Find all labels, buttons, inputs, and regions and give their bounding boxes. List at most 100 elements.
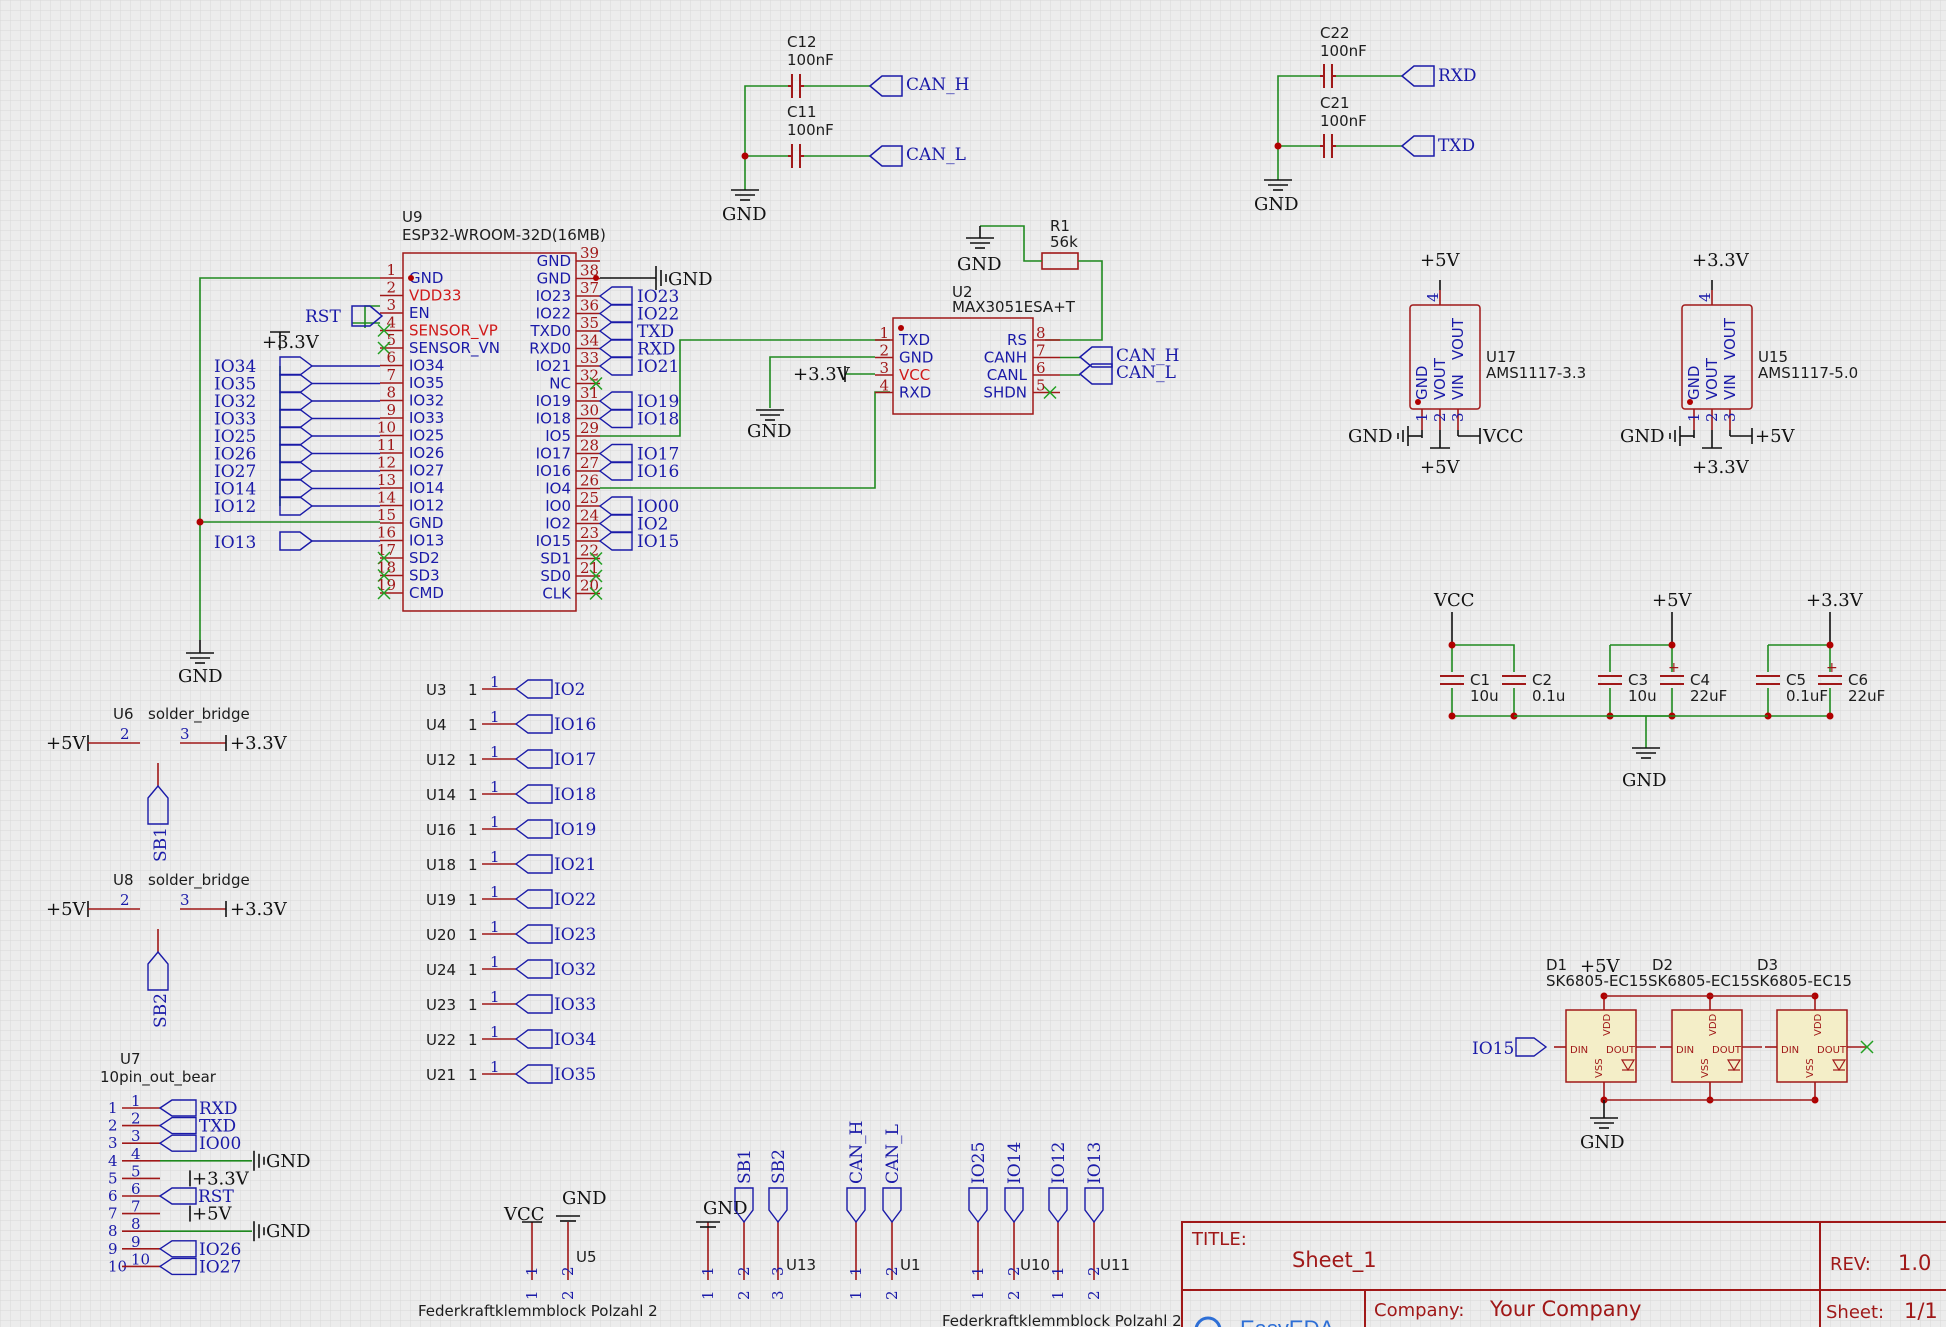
- net-flag-io17[interactable]: IO17: [598, 443, 679, 465]
- u2-body: [892, 317, 1034, 415]
- pin-name: GND: [409, 269, 443, 287]
- cap-ref: C4: [1690, 671, 1710, 689]
- net-flag-io22[interactable]: IO22: [598, 303, 679, 325]
- junction: [593, 275, 599, 281]
- pad-ref: U14: [426, 786, 456, 804]
- svg-text:VOUT: VOUT: [1449, 317, 1467, 360]
- net-flag-io16[interactable]: IO16: [598, 461, 679, 482]
- rst-net-flag[interactable]: RST: [305, 305, 384, 327]
- pin-number: 11: [377, 436, 396, 454]
- net-flag-io26[interactable]: IO26: [214, 443, 380, 465]
- u15-regulator[interactable]: +3.3V4GND1VOUT2VIN3VOUTGND+5V+3.3VU15AMS…: [1620, 250, 1858, 478]
- net-label: IO19: [637, 392, 679, 412]
- rxd-net-flag[interactable]: RXD: [1400, 65, 1477, 87]
- net-flag-io27[interactable]: IO27: [214, 461, 380, 482]
- gnd-label: GND: [1580, 1132, 1625, 1153]
- pin-name: IO0: [545, 497, 571, 515]
- easyeda-logo-text: EasyEDA: [1240, 1316, 1334, 1327]
- gnd-label: GND: [747, 421, 792, 442]
- txd-net-flag[interactable]: TXD: [1400, 135, 1475, 157]
- net-flag-io23[interactable]: IO23: [598, 286, 679, 307]
- terminal-value: Federkraftklemmblock Polzahl 2: [418, 1302, 658, 1320]
- canl-label: CAN_L: [1116, 363, 1176, 383]
- net-flag-io2[interactable]: IO2: [598, 513, 668, 535]
- pin-number: 34: [580, 332, 599, 350]
- net-flag-io25[interactable]: IO25: [214, 426, 380, 447]
- net-flag-io12[interactable]: IO12: [214, 496, 380, 517]
- net-flag-io00[interactable]: IO00: [598, 496, 679, 517]
- pin-number: 35: [580, 314, 599, 332]
- terminal-value: Federkraftklemmblock Polzahl 2: [942, 1312, 1182, 1327]
- net-flag-io21[interactable]: IO21: [598, 356, 679, 377]
- company-label: Company:: [1374, 1300, 1464, 1321]
- net-flag-txd[interactable]: TXD: [598, 321, 674, 342]
- reg-pin-name: VOUT: [1703, 357, 1721, 400]
- net-flag-io15[interactable]: IO15: [598, 531, 679, 552]
- net-flag-io14[interactable]: IO14: [214, 478, 380, 500]
- header-net: GND: [266, 1151, 311, 1172]
- net-label: IO16: [637, 462, 679, 482]
- gnd-label: GND: [1254, 194, 1299, 215]
- gnd-symbol: [186, 640, 214, 664]
- io13-net-flag[interactable]: IO13: [214, 531, 380, 553]
- net-label: IO23: [554, 925, 596, 945]
- svg-text:8: 8: [108, 1222, 118, 1240]
- canl-net-flag[interactable]: CAN_L: [1078, 363, 1176, 385]
- r1-resistor[interactable]: R1 56k: [1041, 217, 1079, 270]
- can-l-net-flag[interactable]: CAN_L: [868, 145, 966, 167]
- pin-name: RXD: [899, 384, 931, 402]
- io15-net-flag[interactable]: IO15: [1472, 1037, 1548, 1059]
- net-flag-io34[interactable]: IO34: [214, 356, 380, 377]
- pin-number: 36: [580, 297, 599, 315]
- net-label: IO15: [1472, 1039, 1514, 1059]
- svg-text:1: 1: [468, 961, 478, 979]
- terminal-net: GND: [562, 1188, 607, 1209]
- svg-text:DOUT: DOUT: [1712, 1045, 1742, 1056]
- pin-number: 3: [879, 359, 889, 377]
- title-block: TITLE: Sheet_1 REV: 1.0 Company: Your Co…: [1181, 1221, 1946, 1327]
- pin-name: CLK: [542, 585, 572, 603]
- pin-number: 15: [377, 506, 396, 524]
- can-h-net-flag[interactable]: CAN_H: [868, 75, 969, 97]
- led-ref: D3: [1757, 956, 1778, 974]
- net-flag-io32[interactable]: IO32: [214, 391, 380, 412]
- pin-name: IO16: [536, 462, 571, 480]
- svg-text:3: 3: [108, 1134, 118, 1152]
- pin-number: 27: [580, 454, 599, 472]
- net-flag-io18[interactable]: IO18: [598, 408, 679, 430]
- rst-net-label: RST: [305, 307, 341, 327]
- net-label: IO19: [554, 820, 596, 840]
- net-flag-rxd[interactable]: RXD: [598, 338, 676, 360]
- svg-text:2: 2: [559, 1290, 577, 1300]
- svg-text:1: 1: [490, 708, 500, 726]
- net-flag-io19[interactable]: IO19: [598, 391, 679, 412]
- net-flag-io33[interactable]: IO33: [214, 408, 380, 430]
- net-label: IO12: [214, 497, 256, 517]
- net-flag-io35[interactable]: IO35: [214, 373, 380, 395]
